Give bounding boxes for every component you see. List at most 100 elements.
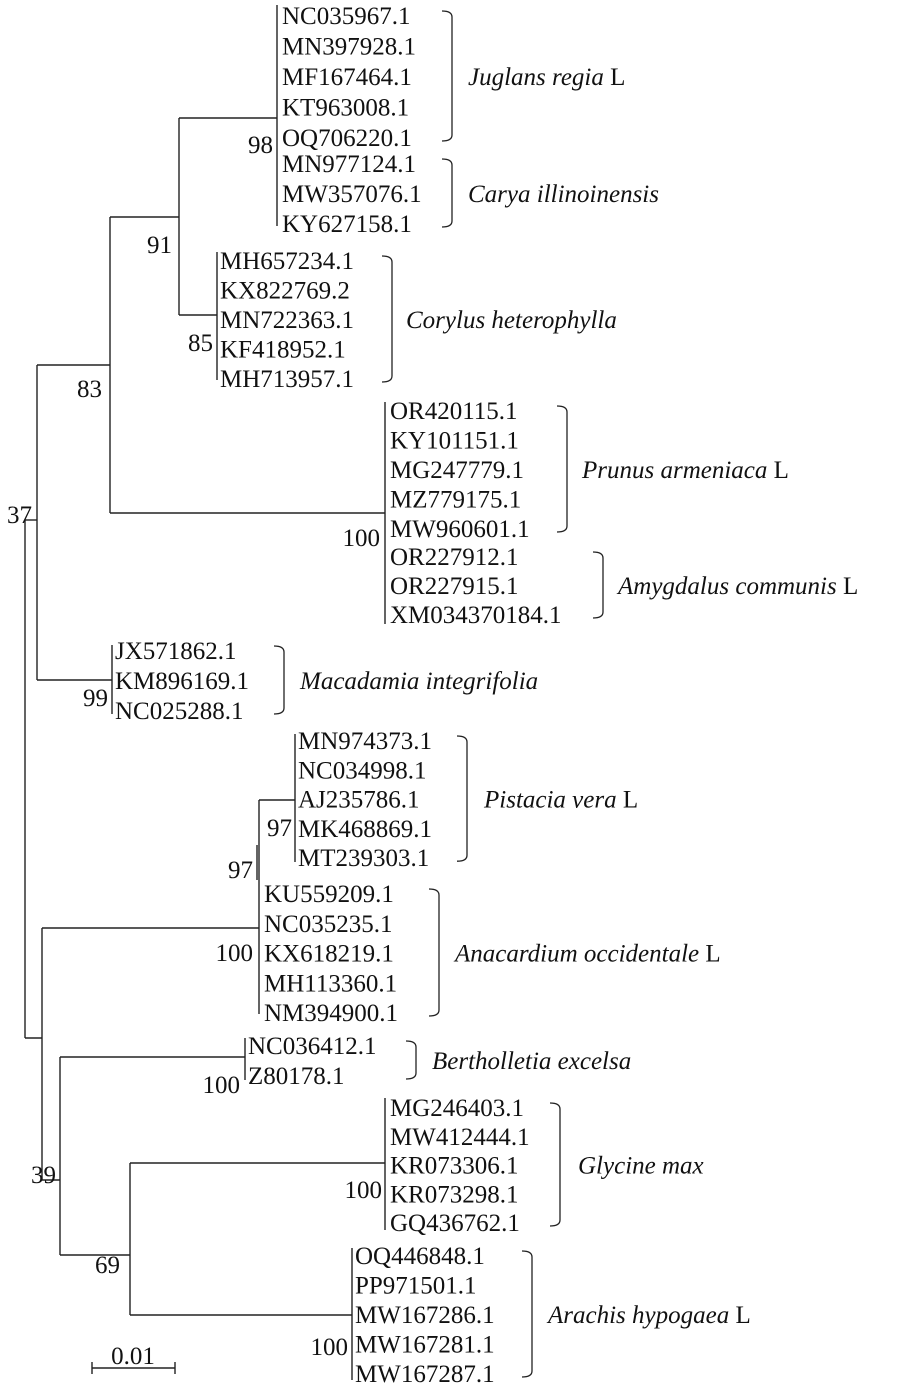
clade-bracket <box>428 888 440 1017</box>
species-label: Amygdalus communis L <box>616 573 858 600</box>
bootstrap-value: 97 <box>228 857 253 884</box>
accession-label: Z80178.1 <box>248 1063 345 1090</box>
accession-label: OQ446848.1 <box>355 1243 485 1270</box>
tree-branches <box>24 5 386 1380</box>
species-authority: L <box>767 457 789 484</box>
accession-label: MG247779.1 <box>390 457 524 484</box>
clade-bracket <box>549 1102 561 1227</box>
bootstrap-value: 100 <box>343 525 381 552</box>
accession-label: MW167281.1 <box>355 1332 495 1359</box>
accession-label: KR073306.1 <box>390 1153 518 1180</box>
accession-label: NC035967.1 <box>282 3 410 30</box>
species-name: Juglans regia <box>468 64 604 91</box>
species-name: Arachis hypogaea <box>546 1302 729 1329</box>
species-authority: L <box>617 787 639 814</box>
species-label: Arachis hypogaea L <box>546 1302 751 1329</box>
clade-corylus-heterophylla: MH657234.1KX822769.2MN722363.1KF418952.1… <box>220 248 617 393</box>
clade-juglans-regia: NC035967.1MN397928.1MF167464.1KT963008.1… <box>282 3 625 152</box>
accession-label: MW167287.1 <box>355 1361 495 1388</box>
bootstrap-value: 98 <box>248 132 273 159</box>
accession-label: PP971501.1 <box>355 1273 477 1300</box>
clade-bracket <box>592 551 604 619</box>
species-name: Pistacia vera <box>483 787 617 814</box>
accession-label: MK468869.1 <box>298 816 432 843</box>
species-name: Carya illinoinensis <box>468 181 659 208</box>
accession-label: KU559209.1 <box>264 881 394 908</box>
accession-label: KR073298.1 <box>390 1181 518 1208</box>
species-name: Prunus armeniaca <box>581 457 767 484</box>
species-label: Glycine max <box>578 1153 704 1180</box>
accession-label: NC025288.1 <box>115 698 243 725</box>
accession-label: MN977124.1 <box>282 151 416 178</box>
accession-label: KX822769.2 <box>220 278 350 305</box>
clade-bracket <box>456 735 468 862</box>
clade-pistacia-vera: MN974373.1NC034998.1AJ235786.1MK468869.1… <box>298 728 638 872</box>
bootstrap-value: 39 <box>31 1162 56 1189</box>
accession-label: GQ436762.1 <box>390 1210 520 1237</box>
accession-label: KF418952.1 <box>220 337 346 364</box>
species-name: Amygdalus communis <box>616 573 837 600</box>
scale-bar-label: 0.01 <box>111 1343 155 1370</box>
scale-bar: 0.01 <box>91 1343 176 1374</box>
species-label: Anacardium occidentale L <box>453 941 721 968</box>
accession-label: KT963008.1 <box>282 95 409 122</box>
bootstrap-value: 83 <box>77 376 102 403</box>
clade-bracket <box>441 158 453 228</box>
accession-label: MT239303.1 <box>298 845 429 872</box>
bootstrap-value: 85 <box>188 330 213 357</box>
species-label: Carya illinoinensis <box>468 181 659 208</box>
accession-label: KM896169.1 <box>115 668 249 695</box>
species-label: Macadamia integrifolia <box>299 668 538 695</box>
species-name: Bertholletia excelsa <box>432 1048 631 1075</box>
bootstrap-value: 100 <box>216 940 254 967</box>
accession-label: AJ235786.1 <box>298 787 420 814</box>
species-name: Glycine max <box>578 1153 704 1180</box>
clade-arachis-hypogaea: OQ446848.1PP971501.1MW167286.1MW167281.1… <box>355 1243 751 1388</box>
species-authority: L <box>729 1302 751 1329</box>
species-label: Juglans regia L <box>468 64 625 91</box>
bootstrap-value: 100 <box>311 1334 349 1361</box>
species-label: Pistacia vera L <box>483 787 638 814</box>
species-authority: L <box>604 64 626 91</box>
accession-label: KY627158.1 <box>282 211 412 238</box>
bootstrap-value: 91 <box>147 232 172 259</box>
bootstrap-value: 69 <box>95 1252 120 1279</box>
bootstrap-value: 37 <box>7 502 32 529</box>
accession-label: MF167464.1 <box>282 64 412 91</box>
bootstrap-value: 100 <box>203 1072 241 1099</box>
accession-label: MN974373.1 <box>298 728 432 755</box>
bootstrap-value: 97 <box>267 815 292 842</box>
clade-anacardium-occidentale: KU559209.1NC035235.1KX618219.1MH113360.1… <box>264 881 721 1027</box>
accession-label: OQ706220.1 <box>282 125 412 152</box>
accession-label: NC035235.1 <box>264 911 392 938</box>
bootstrap-value: 100 <box>345 1177 383 1204</box>
accession-label: NC036412.1 <box>248 1033 376 1060</box>
accession-label: MW412444.1 <box>390 1124 530 1151</box>
clade-macadamia-integrifolia: JX571862.1KM896169.1NC025288.1Macadamia … <box>115 638 538 725</box>
accession-label: MH713957.1 <box>220 366 354 393</box>
accession-label: KX618219.1 <box>264 941 394 968</box>
species-label: Prunus armeniaca L <box>581 457 789 484</box>
species-name: Corylus heterophylla <box>406 307 617 334</box>
clade-bracket <box>556 405 568 533</box>
species-authority: L <box>837 573 859 600</box>
accession-label: OR227912.1 <box>390 544 518 571</box>
accession-label: NC034998.1 <box>298 757 426 784</box>
clade-bracket <box>381 255 393 383</box>
accession-label: MW167286.1 <box>355 1302 495 1329</box>
accession-label: MW960601.1 <box>390 516 530 543</box>
accession-label: OR227915.1 <box>390 573 518 600</box>
accession-label: MZ779175.1 <box>390 487 521 514</box>
clade-bracket <box>521 1250 533 1378</box>
species-name: Anacardium occidentale <box>453 941 699 968</box>
accession-label: MW357076.1 <box>282 181 422 208</box>
clade-bracket <box>405 1040 417 1080</box>
clade-prunus-armeniaca: OR420115.1KY101151.1MG247779.1MZ779175.1… <box>390 398 789 543</box>
clade-bracket <box>273 645 285 715</box>
accession-label: KY101151.1 <box>390 428 519 455</box>
accession-label: XM034370184.1 <box>390 602 562 629</box>
